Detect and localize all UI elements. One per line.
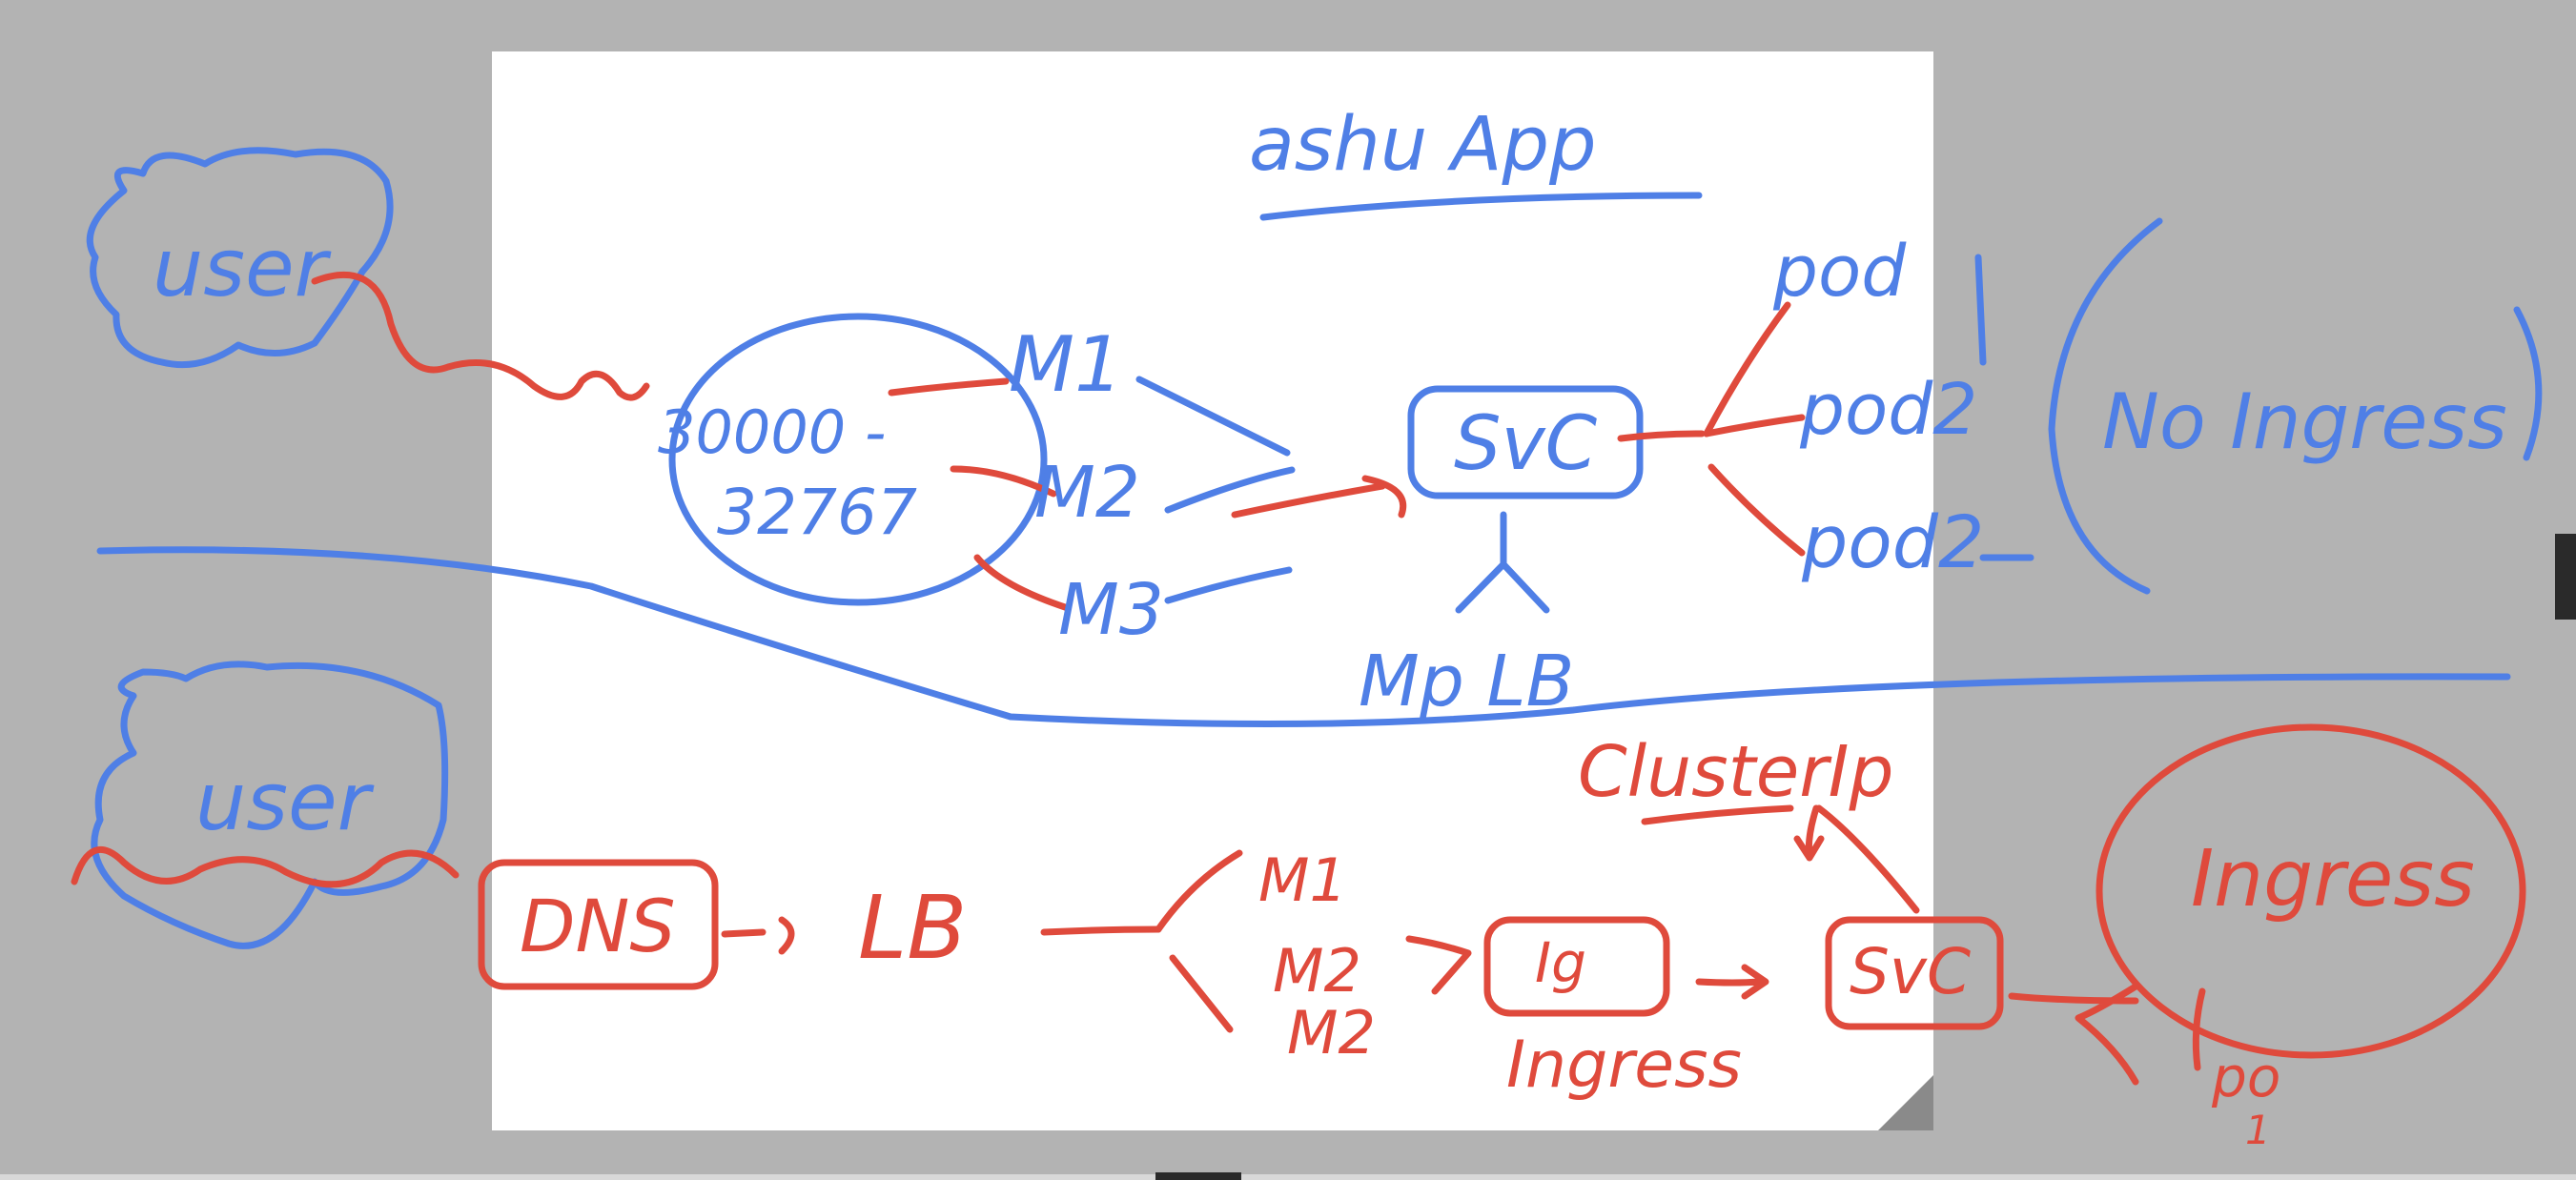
m1-line — [1135, 376, 1291, 457]
po-label: po — [2211, 1045, 2280, 1109]
node-m2-bottom: M2 — [1273, 936, 1361, 1006]
nodeport-circle — [668, 313, 1048, 606]
svc-to-lb-fork — [1455, 511, 1550, 614]
lb-label: LB — [858, 877, 967, 979]
link-to-pod1 — [1703, 301, 1791, 437]
node-m3-bottom: M2 — [1287, 998, 1376, 1068]
bottom-strip — [0, 1174, 2576, 1180]
user-to-dns-link — [71, 845, 460, 888]
no-ingress-right-paren — [2513, 306, 2543, 461]
ingress-box — [1483, 916, 1670, 1017]
dns-to-lb-arrow — [721, 916, 795, 955]
ingress-box-label: Ig — [1535, 930, 1586, 995]
pod-divider — [1974, 254, 1987, 366]
no-ingress-label: No Ingress — [2102, 377, 2507, 466]
ingress-circle — [2096, 723, 2526, 1059]
cluster-ip-label: ClusterIp — [1578, 731, 1893, 813]
pod3-label: pod2 — [1801, 499, 1984, 584]
ingress-circle-label: Ingress — [2191, 834, 2475, 925]
link-to-m3 — [973, 554, 1072, 612]
po-sub-label: 1 — [2245, 1107, 2271, 1153]
cluster-ip-underline — [1641, 804, 1794, 825]
po-stem — [2192, 987, 2206, 1071]
user-label-top: user — [153, 221, 332, 315]
link-to-m1 — [888, 377, 1010, 397]
user-cloud-bottom — [91, 661, 449, 949]
m3-line — [1164, 566, 1293, 604]
svc-to-pods-link — [1617, 430, 1706, 442]
page-corner-fold-icon[interactable] — [1878, 1075, 1933, 1130]
svc-label-top: SvC — [1454, 401, 1598, 487]
port-range-line1: 30000 - — [658, 397, 886, 467]
ingress-caption: Ingress — [1506, 1027, 1742, 1103]
node-m3: M3 — [1058, 569, 1164, 651]
svc-label-bottom: SvC — [1850, 935, 1971, 1008]
bottom-scroll-handle[interactable] — [1155, 1172, 1241, 1180]
no-ingress-left-paren — [2048, 217, 2163, 595]
ingress-to-svc-arrow — [1695, 964, 1769, 1000]
svc-box-bottom — [1825, 916, 2004, 1030]
cluster-ip-to-svc-line — [1815, 804, 1920, 914]
side-scroll-handle[interactable] — [2555, 534, 2576, 620]
mp-lb-label: Mp LB — [1359, 641, 1574, 722]
link-to-m2 — [950, 465, 1057, 498]
user-label-bottom: user — [195, 755, 375, 848]
pod1-label: pod — [1772, 231, 1907, 313]
ingress-to-svc-bottom-arrow — [2008, 983, 2139, 1086]
link-to-pod3 — [1707, 463, 1806, 557]
nodes-to-ingress-arrow — [1405, 935, 1472, 995]
pod2-label: pod2 — [1799, 369, 1977, 451]
node-m1-bottom: M1 — [1258, 845, 1347, 915]
arrow-to-svc-head — [1361, 475, 1407, 519]
arrow-to-svc — [1231, 482, 1386, 519]
node-m2: M2 — [1034, 452, 1140, 534]
lb-to-nodes-line — [1040, 926, 1162, 936]
lb-fork — [1155, 849, 1243, 1033]
title-text: ashu App — [1249, 102, 1596, 188]
user-cloud-top — [86, 147, 394, 369]
user-to-nodeport-link — [311, 271, 650, 401]
port-range-line2: 32767 — [717, 476, 917, 549]
cluster-ip-arrow — [1793, 804, 1825, 862]
dns-box — [478, 859, 719, 990]
dns-label: DNS — [520, 884, 676, 968]
svc-box-top — [1407, 385, 1644, 499]
m2-line — [1164, 466, 1296, 514]
section-divider-line — [96, 546, 2511, 728]
title-underline — [1259, 192, 1703, 221]
node-m1: M1 — [1009, 320, 1123, 409]
link-to-pod2 — [1703, 414, 1806, 437]
